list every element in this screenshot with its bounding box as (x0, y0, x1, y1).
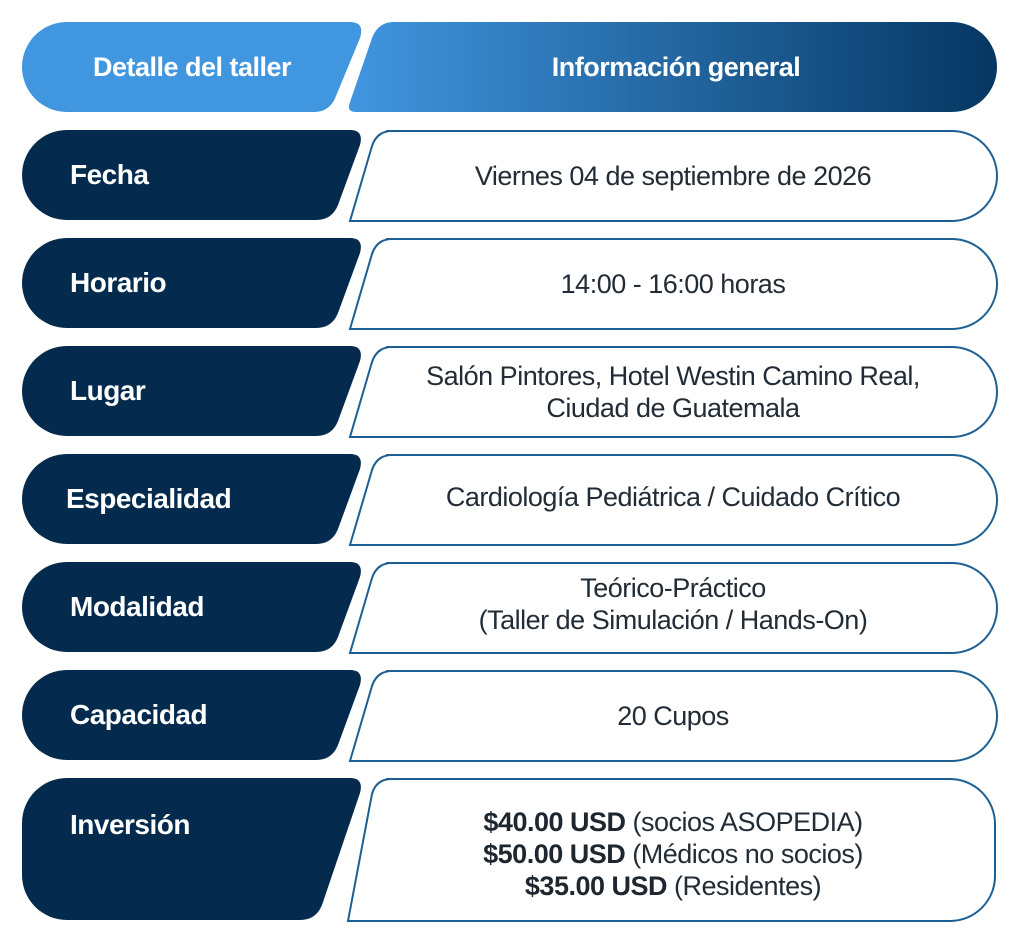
row-label-fecha: Fecha (70, 159, 149, 190)
row-label-especialidad: Especialidad (66, 483, 232, 514)
value-line: 14:00 - 16:00 horas (560, 269, 786, 299)
investment-label-shape (22, 778, 361, 920)
row-value-shape (348, 562, 998, 654)
row-value-especialidad: Cardiología Pediátrica / Cuidado Crítico (358, 452, 988, 542)
price-amount: $40.00 USD (483, 807, 626, 837)
row-label-lugar: Lugar (70, 375, 146, 406)
row-value-shape (348, 130, 998, 222)
price-line: $35.00 USD (Residentes) (524, 870, 822, 902)
row-value-fecha: Viernes 04 de septiembre de 2026 (358, 131, 988, 221)
header-right-shape (348, 22, 997, 112)
value-line: 20 Cupos (617, 701, 729, 731)
row-label-shape (22, 454, 361, 544)
value-line: Ciudad de Guatemala (546, 393, 800, 423)
price-note: (Médicos no socios) (632, 839, 863, 869)
price-amount: $50.00 USD (483, 839, 626, 869)
row-label-modalidad: Modalidad (70, 591, 204, 622)
row-value-shape (348, 454, 998, 546)
row-value-shape (348, 346, 998, 438)
header-right-label: Información general (551, 51, 801, 82)
row-label-shape (22, 346, 361, 436)
row-label-shape (22, 238, 361, 328)
row-value-horario: 14:00 - 16:00 horas (358, 239, 988, 329)
header-left-shape (22, 22, 362, 112)
row-label-inversion: Inversión (70, 809, 190, 840)
row-label-horario: Horario (70, 267, 167, 298)
row-value-shape (348, 238, 998, 330)
row-value-capacidad: 20 Cupos (358, 671, 988, 761)
header-left-label: Detalle del taller (92, 51, 292, 82)
row-value-lugar: Salón Pintores, Hotel Westin Camino Real… (358, 347, 988, 437)
value-line: Salón Pintores, Hotel Westin Camino Real… (426, 361, 920, 391)
row-value-modalidad: Teórico-Práctico (Taller de Simulación /… (358, 559, 988, 649)
price-amount: $35.00 USD (524, 871, 668, 901)
price-note: (Residentes) (674, 871, 822, 901)
row-label-shape (22, 130, 361, 220)
row-value-shape (348, 670, 998, 762)
row-label-capacidad: Capacidad (70, 699, 208, 730)
investment-value-shape (346, 778, 996, 922)
value-line: (Taller de Simulación / Hands-On) (478, 605, 868, 635)
investment-prices: $40.00 USD (socios ASOPEDIA) $50.00 USD … (358, 784, 988, 924)
value-line: Cardiología Pediátrica / Cuidado Crítico (445, 482, 901, 512)
value-line: Teórico-Práctico (580, 573, 766, 603)
row-label-shape (22, 670, 361, 760)
price-note: (socios ASOPEDIA) (632, 807, 864, 837)
price-line: $40.00 USD (socios ASOPEDIA) (483, 806, 864, 838)
row-label-shape (22, 562, 361, 652)
value-line: Viernes 04 de septiembre de 2026 (474, 161, 872, 191)
price-line: $50.00 USD (Médicos no socios) (483, 838, 863, 870)
